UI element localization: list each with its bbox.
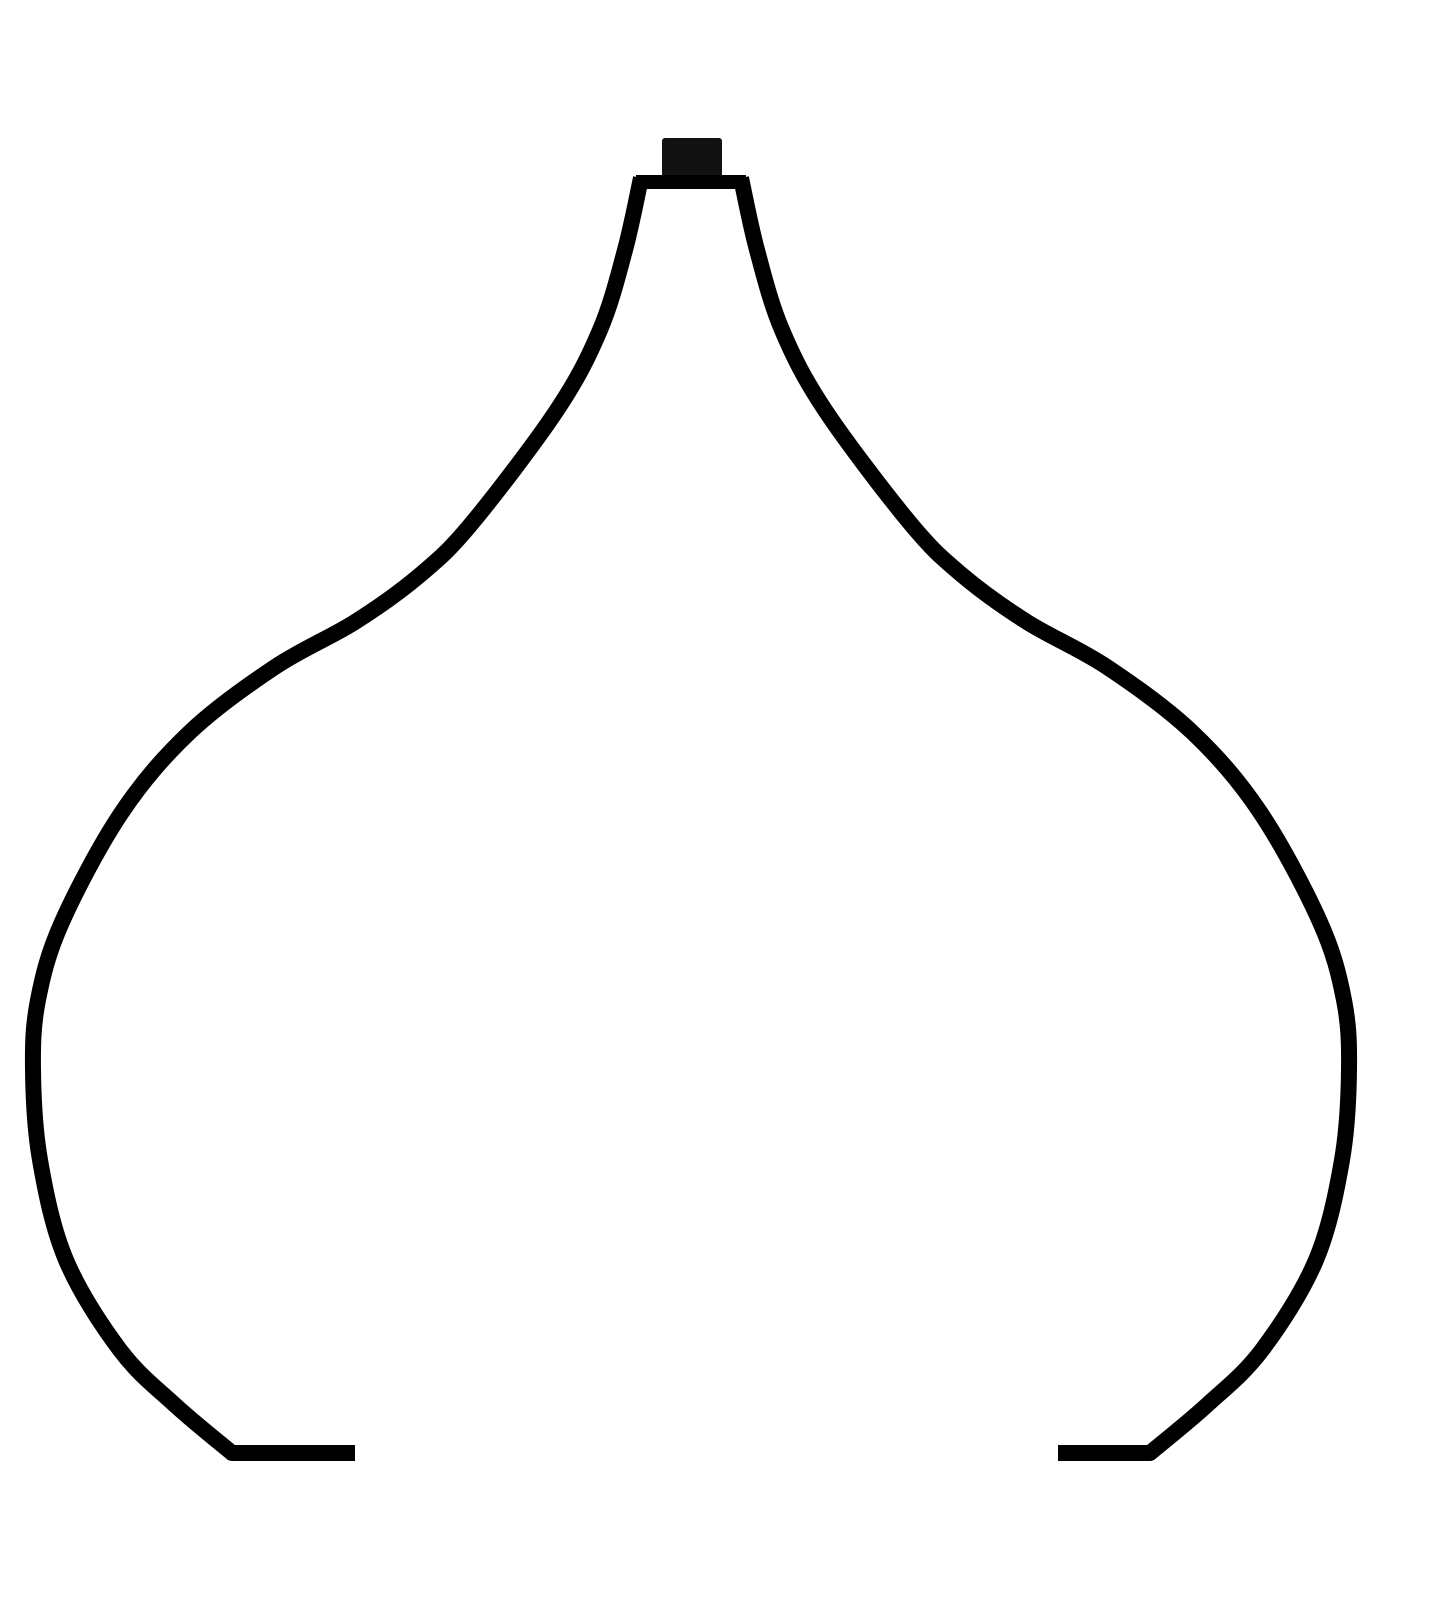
left-outline bbox=[24, 176, 649, 1461]
top-cap bbox=[662, 138, 722, 180]
right-outline bbox=[733, 176, 1358, 1461]
